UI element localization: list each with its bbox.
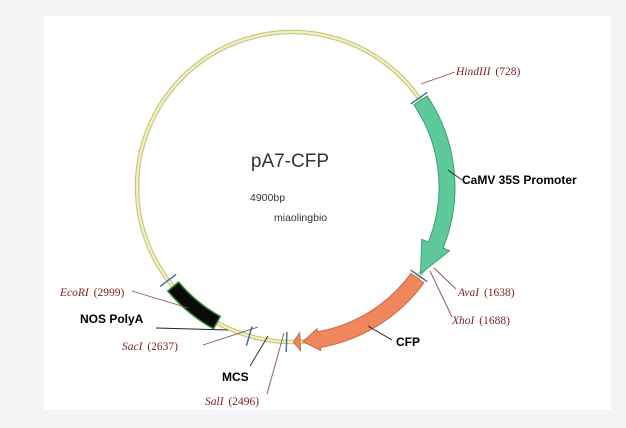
promoter-arrow xyxy=(413,95,456,275)
site-position-saci: (2637) xyxy=(147,341,178,353)
tick-aval xyxy=(410,269,428,283)
leader-mcs xyxy=(249,335,269,367)
leader-xhoi xyxy=(429,270,453,318)
site-position-xhoi: (1688) xyxy=(479,315,510,327)
site-position-sali: (2496) xyxy=(228,396,259,408)
plasmid-name: pA7-CFP xyxy=(251,151,329,172)
leader-lines xyxy=(131,71,463,395)
site-label-xhoi: XhoI (1688) xyxy=(451,315,510,327)
tick-ecori xyxy=(159,273,177,287)
site-enzyme-aval: AvaI xyxy=(457,287,480,299)
leader-ecori xyxy=(131,290,189,309)
leader-sali xyxy=(266,332,285,395)
site-enzyme-xhoi: XhoI xyxy=(451,315,476,327)
mcs-arrowhead xyxy=(292,331,302,353)
site-label-saci: SacI (2637) xyxy=(122,341,178,353)
feature-label-promoter: CaMV 35S Promoter xyxy=(462,173,577,187)
tick-sali xyxy=(285,331,288,352)
site-enzyme-sali: SalI xyxy=(205,396,225,408)
leader-saci xyxy=(202,326,259,346)
site-position-ecori: (2999) xyxy=(94,287,125,299)
site-label-sali: SalI (2496) xyxy=(205,396,259,408)
site-position-hindiii: (728) xyxy=(495,66,520,78)
site-label-hindiii: HindIII (728) xyxy=(455,66,520,78)
feature-label-mcs: MCS xyxy=(222,370,249,384)
leader-aval xyxy=(433,267,457,290)
site-enzyme-saci: SacI xyxy=(122,341,144,353)
plasmid-size: 4900bp xyxy=(250,192,285,204)
polya-block xyxy=(166,281,222,330)
plasmid-credit: miaolingbio xyxy=(274,212,327,224)
tick-hindiii xyxy=(410,91,428,105)
site-position-aval: (1638) xyxy=(484,287,515,299)
feature-label-cfp: CFP xyxy=(396,335,420,349)
site-enzyme-hindiii: HindIII xyxy=(455,66,492,78)
leader-polya xyxy=(155,327,229,331)
leader-promoter xyxy=(447,169,463,181)
feature-label-polya: NOS PolyA xyxy=(80,312,144,326)
site-enzyme-ecori: EcoRI xyxy=(59,287,90,299)
site-label-ecori: EcoRI (2999) xyxy=(59,287,124,299)
cfp-arrow xyxy=(301,272,425,352)
leader-cfp xyxy=(367,325,393,341)
site-label-aval: AvaI (1638) xyxy=(457,287,515,299)
leader-hindiii xyxy=(420,71,456,85)
